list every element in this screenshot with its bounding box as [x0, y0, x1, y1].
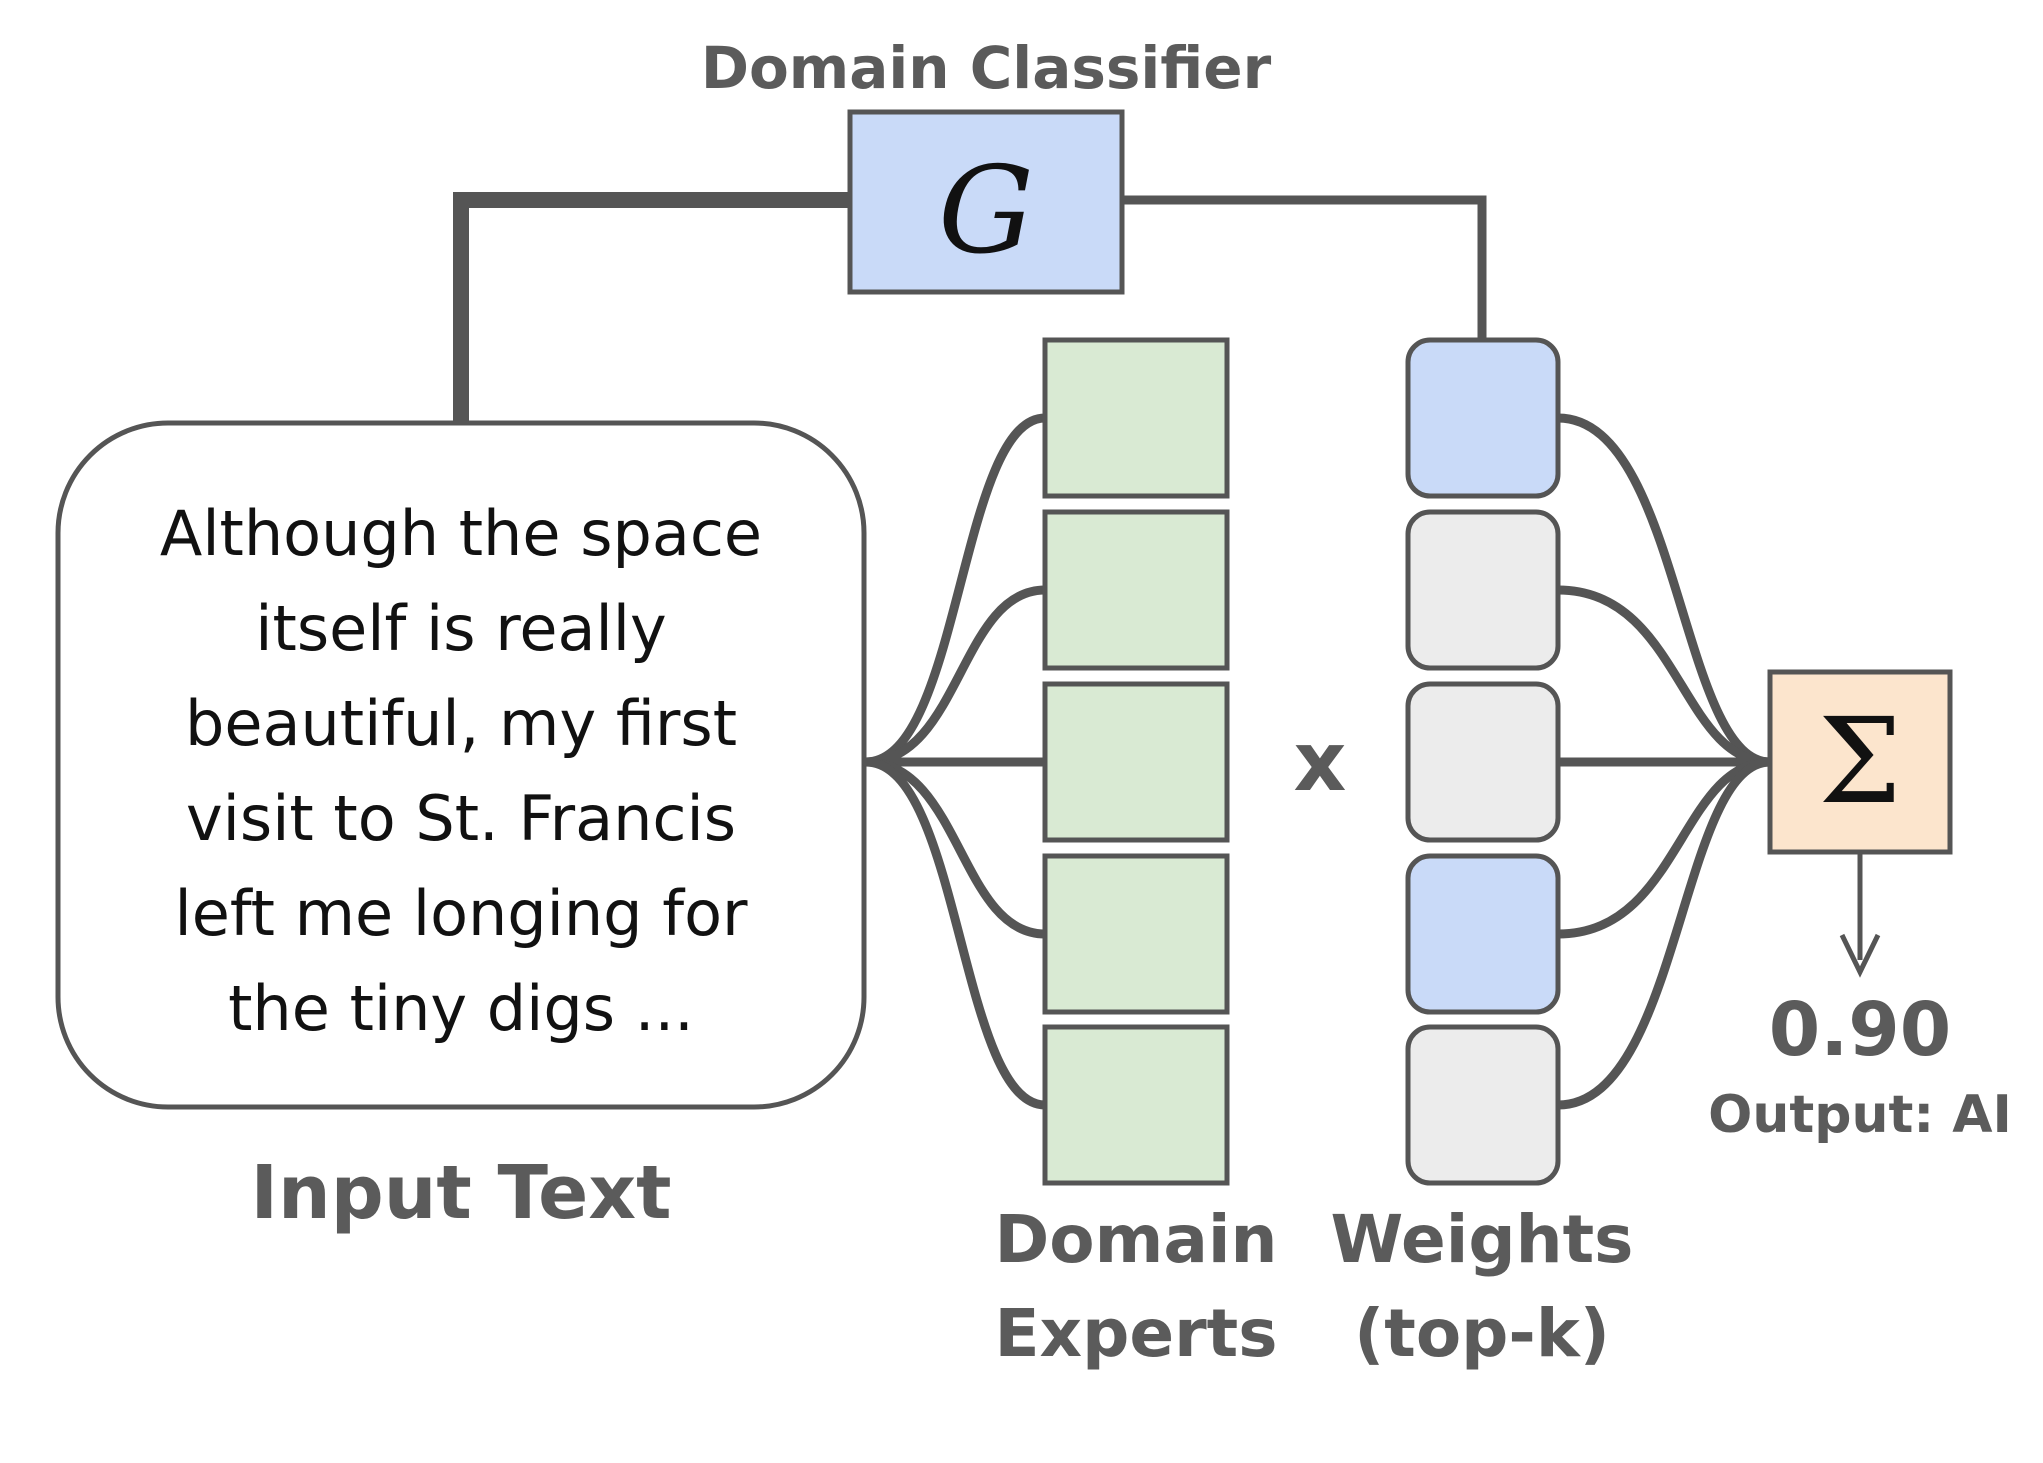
input-text-line: left me longing for: [174, 877, 748, 950]
weight-box: [1405, 509, 1561, 671]
expert-box: [1042, 681, 1230, 843]
sum-box: [1767, 669, 1953, 855]
classifier-to-weights-connector: [1117, 195, 1487, 345]
input-to-classifier-connector: [453, 192, 863, 433]
expert-box: [1042, 509, 1230, 671]
input-to-experts-connectors: [861, 413, 1050, 1110]
weight-box: [1405, 681, 1561, 843]
weights-stack: [1405, 337, 1561, 1186]
classifier-box: [847, 109, 1125, 295]
input-to-expert-curve: [861, 413, 1050, 767]
classifier-title: Domain Classifier: [701, 34, 1272, 102]
input-text-line: itself is really: [255, 592, 666, 665]
weight-to-sum-curve: [1553, 757, 1775, 1110]
domain-experts-stack: [1042, 337, 1230, 1186]
classifier-connectors: [453, 192, 1487, 433]
output-label: Output: AI: [1708, 1085, 2012, 1145]
input-text-label: Input Text: [251, 1150, 672, 1236]
sum-symbol: Σ: [1818, 692, 1901, 830]
weight-box: [1405, 1024, 1561, 1186]
input-to-expert-curve: [861, 757, 1050, 939]
weight-box-selected: [1405, 337, 1561, 499]
weight-to-sum-curve: [1553, 413, 1775, 767]
weights-to-sum-connectors: [1553, 413, 1775, 1110]
output-value: 0.90: [1769, 987, 1952, 1073]
input-to-expert-curve: [861, 757, 1050, 1110]
weight-to-sum-curve: [1553, 757, 1775, 939]
weights-label-line-1: Weights: [1331, 1201, 1634, 1278]
input-text-line: Although the space: [160, 497, 762, 570]
weight-box-selected: [1405, 853, 1561, 1015]
multiply-symbol: x: [1294, 715, 1347, 810]
expert-box: [1042, 1024, 1230, 1186]
input-text-line: the tiny digs ...: [228, 972, 694, 1045]
experts-label-line-1: Domain: [994, 1201, 1277, 1278]
input-text-line: beautiful, my first: [185, 687, 737, 760]
input-text-block: Although the space itself is really beau…: [160, 497, 762, 1045]
weights-label-line-2: (top-k): [1354, 1295, 1610, 1372]
expert-box: [1042, 337, 1230, 499]
experts-label-line-2: Experts: [994, 1295, 1277, 1372]
output-arrow: [1839, 852, 1881, 978]
weight-to-sum-curve: [1553, 585, 1775, 767]
input-text-line: visit to St. Francis: [186, 782, 736, 855]
expert-box: [1042, 853, 1230, 1015]
input-to-expert-curve: [861, 585, 1050, 767]
classifier-symbol: G: [938, 142, 1034, 281]
